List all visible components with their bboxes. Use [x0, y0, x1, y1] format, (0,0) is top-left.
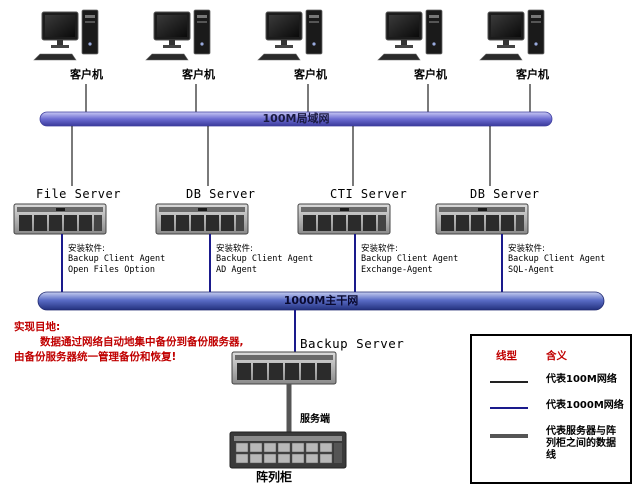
software-title: 安装软件: [68, 244, 105, 254]
db-server-icon [435, 203, 529, 235]
client-label: 客户机 [182, 68, 215, 81]
client-pc-icon [33, 9, 99, 61]
software-info: 安装软件: Backup Client Agent AD Agent [216, 242, 313, 276]
software-info: 安装软件: Backup Client Agent SQL-Agent [508, 242, 605, 276]
legend-col-meaning: 含义 [546, 350, 567, 362]
legend-label: 代表100M网络 [546, 374, 617, 385]
client-pc-icon [479, 9, 545, 61]
legend-label: 代表1000M网络 [546, 400, 624, 411]
backup-server-name: Backup Server [300, 336, 405, 351]
array-cabinet-icon [229, 431, 347, 469]
server-name: DB Server [470, 187, 540, 201]
lan-bus [39, 111, 553, 127]
software-line: Backup Client Agent [361, 254, 459, 264]
software-info: 安装软件: Backup Client Agent Open Files Opt… [68, 242, 165, 276]
software-title: 安装软件: [361, 244, 398, 254]
software-title: 安装软件: [216, 244, 253, 254]
service-label: 服务端 [300, 414, 330, 425]
server-backbone-links [61, 234, 503, 292]
server-name: DB Server [186, 187, 256, 201]
server-name: CTI Server [330, 187, 408, 201]
goal-title: 实现目地: [14, 321, 61, 333]
legend-line-1000m [490, 407, 528, 409]
legend-line-data [490, 434, 528, 438]
client-label: 客户机 [414, 68, 447, 81]
software-line: Open Files Option [68, 265, 155, 275]
client-pc-icon [377, 9, 443, 61]
client-pc-icon [257, 9, 323, 61]
software-line: SQL-Agent [508, 265, 555, 275]
backbone-bus [37, 291, 605, 311]
goal-line: 数据通过网络自动地集中备份到备份服务器, [40, 336, 244, 348]
lan-bus-label: 100M局域网 [262, 112, 330, 125]
backbone-label: 1000M主干网 [283, 294, 359, 307]
goal-line: 由备份服务器统一管理备份和恢复! [14, 351, 177, 363]
software-line: Backup Client Agent [216, 254, 314, 264]
software-line: Backup Client Agent [508, 254, 606, 264]
software-line: AD Agent [216, 265, 257, 275]
client-label: 客户机 [70, 68, 103, 81]
software-line: Exchange-Agent [361, 265, 433, 275]
legend: 线型 含义 代表100M网络 代表1000M网络 代表服务器与阵列柜之间的数据线 [470, 334, 632, 484]
software-line: Backup Client Agent [68, 254, 166, 264]
client-label: 客户机 [516, 68, 549, 81]
server-name: File Server [36, 187, 121, 201]
legend-col-type: 线型 [496, 350, 517, 362]
legend-label: 代表服务器与阵列柜之间的数据线 [546, 426, 616, 461]
array-label: 阵列柜 [256, 470, 293, 484]
cti-server-icon [297, 203, 391, 235]
server-lan-links [71, 126, 491, 186]
db-server-icon [155, 203, 249, 235]
software-info: 安装软件: Backup Client Agent Exchange-Agent [361, 242, 458, 276]
backup-server-icon [231, 351, 337, 385]
client-label: 客户机 [294, 68, 327, 81]
legend-line-100m [490, 381, 528, 383]
goal-text: 实现目地: 数据通过网络自动地集中备份到备份服务器, 由备份服务器统一管理备份和… [14, 320, 244, 365]
client-links [85, 84, 531, 112]
software-title: 安装软件: [508, 244, 545, 254]
file-server-icon [13, 203, 107, 235]
client-pc-icon [145, 9, 211, 61]
